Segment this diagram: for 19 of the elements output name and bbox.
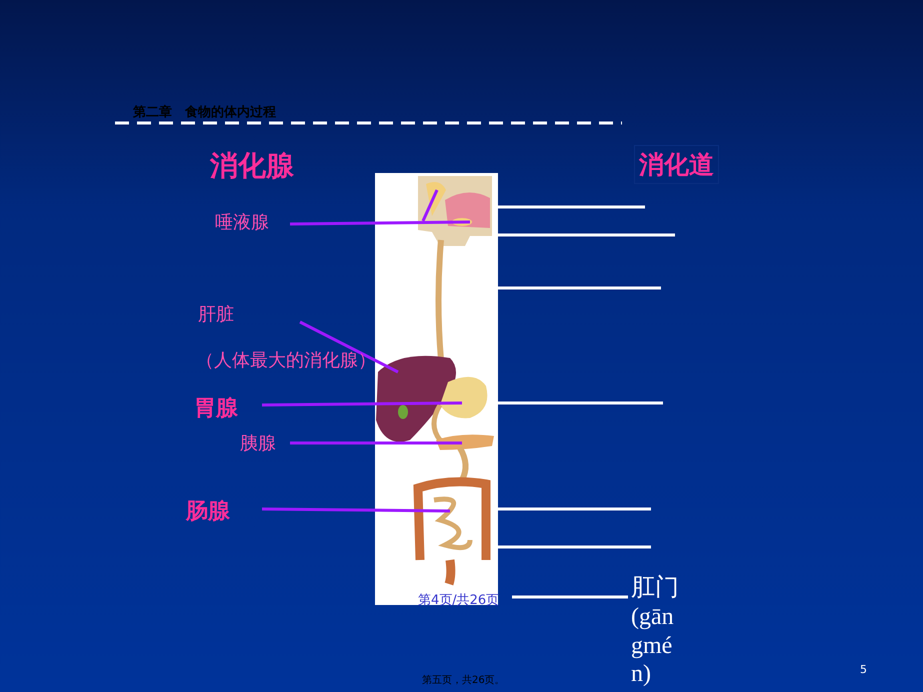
- part-label: 肠腺: [186, 498, 230, 526]
- part-label: 胰腺: [240, 432, 276, 455]
- part-label: 肝脏: [198, 303, 235, 326]
- section-heading: 消化腺: [210, 148, 294, 184]
- leader-line: [512, 596, 628, 598]
- note-text: （人体最大的消化腺）: [196, 349, 376, 372]
- section-heading: 消化道: [634, 145, 719, 184]
- leader-line: [262, 508, 450, 512]
- leader-line: [299, 320, 399, 374]
- leader-line: [288, 188, 472, 226]
- chapter-heading: 第二章 食物的体内过程: [133, 104, 276, 121]
- part-label: 唾液腺: [215, 211, 269, 234]
- leader-line: [262, 402, 462, 406]
- pinyin-text: (gāngmén): [631, 602, 675, 690]
- page-number: 5: [860, 663, 867, 676]
- part-label: 肛门: [631, 574, 680, 603]
- part-label: 胃腺: [194, 395, 238, 423]
- footer-note: 第五页，共26页。: [422, 674, 505, 687]
- leader-line: [290, 442, 462, 444]
